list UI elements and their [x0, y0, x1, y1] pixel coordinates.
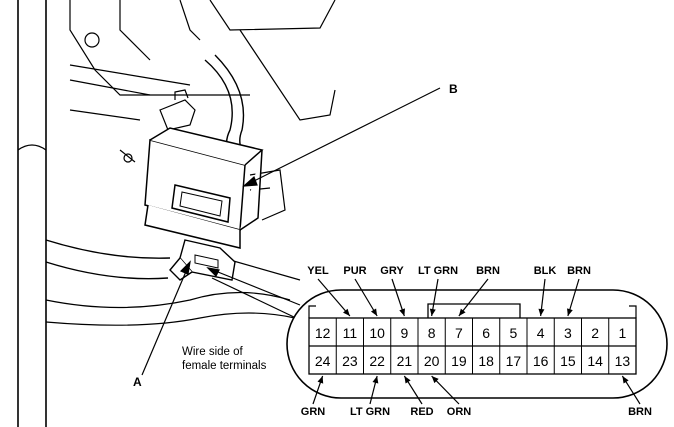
pin-number-6: 6 [482, 325, 490, 341]
pin-number-8: 8 [428, 325, 436, 341]
wire-leader-top-1 [354, 278, 378, 317]
pin-cells [335, 318, 610, 374]
pin-number-1: 1 [618, 325, 626, 341]
wire-leader-top-0 [317, 278, 351, 317]
pin-number-12: 12 [315, 325, 331, 341]
wire-leader-bottom-2-head [404, 376, 411, 384]
wire-leader-top-6-head [567, 308, 573, 316]
wire-label-bottom-0: GRN [301, 406, 326, 418]
pin-number-21: 21 [397, 353, 413, 369]
vehicle-structure-illustration [17, 0, 336, 427]
connector-a-plug [169, 239, 236, 281]
pin-number-22: 22 [369, 353, 385, 369]
wire-leader-bottom-4-head [622, 376, 629, 384]
wire-label-bottom-1: LT GRN [350, 406, 390, 418]
wire-labels: YEL PUR GRY LT GRN BRN BLK BRN GRN LT GRN RED ORN B… [301, 265, 652, 418]
wire-label-bottom-2: RED [410, 406, 433, 418]
callout-b-label: B [449, 82, 458, 96]
wire-leader-bottom-3-head [431, 376, 439, 384]
pin-number-17: 17 [506, 353, 522, 369]
wire-label-leaders [312, 278, 641, 405]
pin-number-15: 15 [560, 353, 576, 369]
pin-number-24: 24 [315, 353, 331, 369]
wire-label-top-5: BLK [534, 265, 557, 277]
wire-leader-top-4 [458, 278, 489, 317]
pin-number-13: 13 [615, 353, 631, 369]
wire-leader-top-2-head [399, 308, 405, 316]
callout-leader-lines [141, 87, 441, 376]
wire-label-top-2: GRY [380, 265, 404, 277]
pin-number-11: 11 [343, 325, 358, 341]
pin-number-4: 4 [537, 325, 545, 341]
pin-number-23: 23 [342, 353, 358, 369]
pin-number-2: 2 [591, 325, 599, 341]
callout-a-label: A [133, 375, 142, 389]
wire-label-top-1: PUR [343, 265, 366, 277]
pin-number-7: 7 [455, 325, 463, 341]
pin-number-5: 5 [509, 325, 517, 341]
wire-leader-top-3-head [429, 308, 436, 316]
connector-key-tab [427, 303, 521, 318]
wire-label-bottom-3: ORN [447, 406, 472, 418]
wire-label-top-0: YEL [307, 265, 329, 277]
pin-number-18: 18 [478, 353, 494, 369]
pin-number-10: 10 [369, 325, 385, 341]
wire-label-bottom-4: BRN [628, 406, 652, 418]
wire-leader-top-0-head [343, 308, 350, 316]
wire-leader-bottom-1-head [372, 376, 379, 384]
pin-number-19: 19 [451, 353, 467, 369]
wire-side-note-line1: Wire side of [182, 346, 244, 358]
pin-number-3: 3 [564, 325, 572, 341]
control-unit-b [144, 127, 264, 249]
wire-leader-bottom-0-head [317, 376, 324, 384]
wire-label-top-6: BRN [567, 265, 591, 277]
pin-number-9: 9 [400, 325, 408, 341]
wire-leader-top-4-head [458, 308, 466, 316]
wire-leader-top-5-head [538, 308, 545, 316]
pin-number-16: 16 [533, 353, 549, 369]
wire-label-top-4: BRN [476, 265, 500, 277]
pin-number-14: 14 [587, 353, 603, 369]
pin-number-20: 20 [424, 353, 440, 369]
wire-label-top-3: LT GRN [418, 265, 458, 277]
wire-side-note-line2: female terminals [182, 360, 267, 372]
wire-leader-top-1-head [370, 308, 378, 316]
